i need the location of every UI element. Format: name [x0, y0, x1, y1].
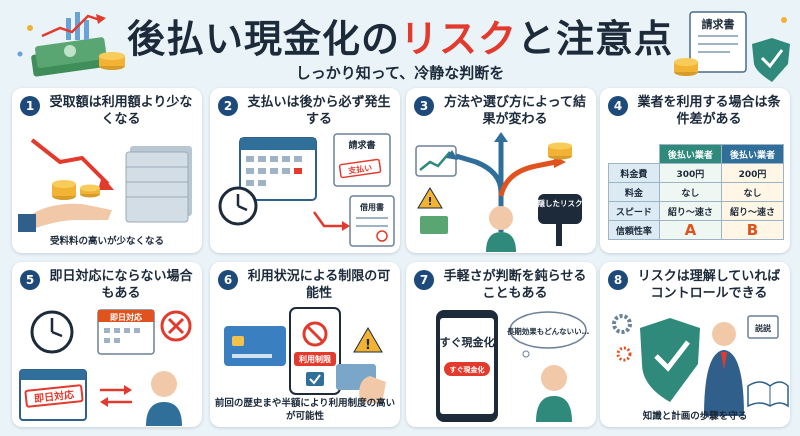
table-row: スピード 紹り～速さ 紹り～速さ [608, 201, 785, 221]
card-number: 1 [20, 96, 40, 116]
calendar-clock-invoice-illustration: 請求書 支払い 借用書 [218, 133, 395, 247]
page-subtitle: しっかり知って、冷静な判断を [295, 64, 505, 82]
card-7: 7 手軽さが判断を鈍らせることもある すぐ現金化 すぐ現金化 長期効果もどんない… [406, 262, 596, 427]
card-title: リスクは理解していればコントロールできる [637, 269, 781, 301]
card-number: 5 [20, 270, 40, 290]
card-number: 4 [608, 96, 628, 116]
row-label: スピード [608, 201, 660, 221]
same-day-tag-2: 即日対応 [33, 388, 74, 405]
cell-a: 紹り～速さ [658, 201, 722, 221]
invoice-shield-icon: 請求書 [674, 11, 790, 82]
phone-instant-cash-illustration: すぐ現金化 すぐ現金化 長期効果もどんないい… [436, 310, 589, 422]
cell-a: 300円 [658, 163, 722, 183]
card-number: 2 [218, 96, 238, 116]
card-title: 即日対応にならない場合もある [49, 269, 193, 301]
card-6: 6 利用状況による制限の可能性 利用制限 ! 前回の歴史まや半額により利用制度の… [210, 262, 400, 427]
cell-b: 紹り～速さ [720, 201, 785, 221]
payment-stamp: 支払い [347, 162, 373, 175]
debt-doc-label: 借用書 [359, 202, 384, 212]
coins-to-cash-illustration [18, 138, 192, 232]
row-label: 料金費 [608, 163, 660, 183]
comparison-table: 後払い業者 後払い業者 料金費 300円 200円 料金 なし なし スピード … [608, 144, 785, 240]
restriction-label: 利用制限 [298, 354, 331, 364]
header: 後払い現金化のリスクと注意点 しっかり知って、冷静な判断を 請求書 [0, 0, 800, 90]
cell-a: なし [658, 182, 722, 202]
row-label: 料金 [608, 182, 660, 202]
cell-b: B [720, 220, 785, 240]
same-day-tag-1: 即日対応 [110, 312, 142, 322]
svg-text:!: ! [365, 338, 371, 353]
card-caption: 受料料の高いが少なくなる [49, 236, 164, 247]
page-title: 後払い現金化のリスクと注意点 [0, 8, 800, 63]
cell-b: 200円 [720, 163, 785, 183]
shield-control-illustration: 説説 [612, 314, 789, 416]
column-header-b: 後払い業者 [720, 144, 785, 164]
card-number: 7 [414, 270, 434, 290]
row-label: 信頼性率 [608, 220, 660, 240]
card-title: 受取額は利用額より少なくなる [49, 95, 193, 127]
restricted-usage-illustration: 利用制限 ! [224, 307, 386, 404]
card-title: 手軽さが判断を鈍らせることもある [443, 269, 587, 301]
card-number: 3 [414, 96, 434, 116]
delayed-clock-illustration: 即日対応 即日対応 [19, 309, 192, 426]
card-title: 支払いは後から必ず発生する [247, 95, 391, 127]
card-number: 8 [608, 270, 628, 290]
column-header-a: 後払い業者 [658, 144, 722, 164]
card-4: 4 業者を利用する場合は条件差がある 後払い業者 後払い業者 料金費 300円 … [600, 88, 790, 253]
card-title: 利用状況による制限の可能性 [247, 269, 391, 301]
phone-button: すぐ現金化 [450, 365, 485, 374]
card-title: 方法や選び方によって結果が変わる [444, 95, 586, 127]
cell-a: A [658, 220, 722, 240]
title-part-2: リスク [399, 17, 517, 61]
svg-text:!: ! [427, 195, 432, 208]
phone-headline: すぐ現金化 [440, 335, 495, 349]
card-number: 6 [218, 270, 238, 290]
money-growth-icon [17, 12, 125, 77]
card-2: 2 支払いは後から必ず発生する 請求書 支払い 借用書 [210, 88, 400, 253]
table-row: 料金費 300円 200円 [608, 163, 785, 183]
invoice-label: 請求書 [702, 17, 735, 31]
card-1: 1 受取額は利用額より少なくなる 受料料の高いが少なくなる [12, 88, 202, 253]
card-8: 8 リスクは理解していればコントロールできる 説説 知識と計画の歩驟を守る [600, 262, 790, 427]
thought-bubble: 長期効果もどんないい… [507, 326, 589, 336]
book-label: 説説 [755, 323, 771, 333]
card-5: 5 即日対応にならない場合もある 即日対応 即日対応 [12, 262, 202, 427]
title-part-3: と注意点 [517, 17, 674, 61]
card-3: 3 方法や選び方によって結果が変わる ! 隠したリスク [406, 88, 596, 253]
title-part-1: 後払い現金化の [126, 17, 400, 61]
card-title: 業者を利用する場合は条件差がある [637, 95, 781, 127]
crossroads-choice-illustration: ! 隠したリスク [415, 132, 583, 252]
table-row: 料金 なし なし [608, 182, 785, 202]
hidden-risk-sign: 隠したリスク [538, 198, 583, 208]
invoice-doc-label: 請求書 [348, 139, 375, 151]
table-row: 信頼性率 A B [608, 220, 785, 240]
card-caption: 知識と計画の歩驟を守る [642, 411, 748, 422]
card-caption: 前回の歴史まや半額により利用制度の高いが可能性 [214, 398, 396, 422]
cell-b: なし [720, 182, 785, 202]
